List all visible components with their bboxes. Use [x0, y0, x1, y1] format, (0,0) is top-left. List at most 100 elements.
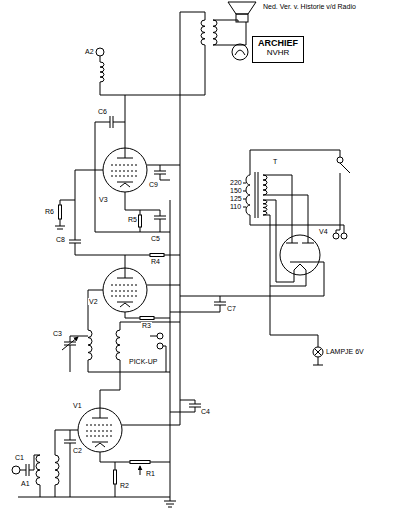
coil-winding [36, 20, 267, 485]
capacitor-symbol [154, 216, 166, 219]
capacitor-symbol [64, 440, 76, 443]
rectifier-valve [286, 235, 314, 243]
switch-symbol [340, 163, 350, 176]
capacitor-symbol [189, 404, 201, 407]
archive-stamp: ARCHIEFNVHR [252, 36, 304, 63]
terminal [96, 48, 104, 56]
part-label: V1 [72, 402, 83, 409]
part-label: C2 [72, 447, 83, 454]
resistor-symbol [130, 461, 150, 464]
terminal [12, 466, 20, 474]
part-label: C4 [200, 408, 211, 415]
wire [150, 336, 166, 372]
wire [18, 200, 176, 507]
part-label: V4 [318, 228, 329, 235]
wire [55, 200, 75, 229]
terminal [157, 333, 163, 339]
terminal [341, 233, 347, 239]
wire [88, 285, 180, 330]
part-label: 125 [229, 195, 243, 202]
part-label: C1 [14, 454, 25, 461]
part-label: C8 [55, 236, 66, 243]
wire [100, 322, 180, 408]
terminal [157, 343, 163, 349]
part-label: R1 [145, 470, 156, 477]
valve-symbol [78, 148, 147, 452]
wire [95, 122, 170, 232]
capacitor-symbol [214, 302, 226, 305]
wire [70, 336, 170, 372]
resistor-symbol [140, 317, 154, 320]
part-label: C3 [52, 330, 63, 337]
coil-winding [246, 175, 250, 215]
valve-symbol [103, 148, 147, 192]
terminal [333, 233, 339, 239]
wire [100, 56, 125, 95]
coil-winding [263, 175, 267, 195]
wire [122, 425, 180, 426]
lamp-symbol [313, 347, 323, 357]
wire [125, 45, 205, 148]
valve-symbol [78, 408, 122, 452]
capacitor-symbol [26, 116, 226, 476]
rectifier-valve [290, 262, 310, 270]
trimmer-arrow [140, 466, 141, 475]
capacitor-symbol [154, 171, 166, 174]
wire [170, 400, 195, 412]
wire [55, 430, 78, 497]
part-label: C5 [150, 235, 161, 242]
switch-symbol [337, 157, 343, 163]
speaker-symbol [228, 2, 256, 14]
transformer-core [255, 172, 258, 218]
coil-winding [100, 62, 104, 82]
lamp-symbol [315, 349, 321, 355]
part-label: V3 [98, 196, 109, 203]
wire [147, 165, 180, 180]
part-label: R5 [127, 216, 138, 223]
wire [18, 12, 344, 507]
coil-winding [88, 330, 92, 360]
speaker-symbol [213, 2, 256, 45]
coil-winding [201, 20, 205, 45]
wire [100, 452, 170, 497]
wire [243, 183, 246, 207]
part-label: A2 [84, 48, 95, 55]
valve-symbol [103, 268, 147, 312]
transformer-core [255, 172, 258, 218]
part-label: R2 [119, 482, 130, 489]
resistor-symbol [150, 254, 164, 257]
part-label: C9 [148, 181, 159, 188]
part-label: R6 [44, 208, 55, 215]
part-label: V2 [88, 298, 99, 305]
capacitor-symbol [26, 464, 29, 476]
part-label: A1 [20, 480, 31, 487]
coil-winding [116, 330, 120, 360]
resistor-symbol [114, 470, 117, 484]
stamp-text: NVHR [257, 49, 299, 58]
archive-logo [232, 44, 248, 60]
coil-winding [36, 455, 40, 485]
part-label: 220 [229, 179, 243, 186]
capacitor-symbol [110, 116, 113, 128]
wire [125, 312, 170, 318]
wire [125, 192, 160, 232]
resistor-symbol [59, 205, 165, 484]
archive-logo [232, 44, 248, 60]
part-label: R4 [150, 258, 161, 265]
rectifier-valve [280, 235, 320, 275]
wire [180, 12, 205, 425]
trimmer-arrow [62, 337, 78, 350]
wire [20, 455, 40, 497]
part-label: LAMPJE 6V [325, 348, 365, 355]
part-label: R3 [141, 322, 152, 329]
part-label: C7 [226, 305, 237, 312]
archive-logo [235, 50, 245, 55]
part-label: 150 [229, 187, 243, 194]
wire [250, 150, 344, 233]
resistor-symbol [139, 215, 142, 227]
part-label: Ned. Ver. v. Historie v/d Radio [262, 3, 357, 10]
coil-winding [213, 20, 217, 45]
coil-winding [263, 200, 267, 215]
capacitor-symbol [69, 240, 81, 243]
